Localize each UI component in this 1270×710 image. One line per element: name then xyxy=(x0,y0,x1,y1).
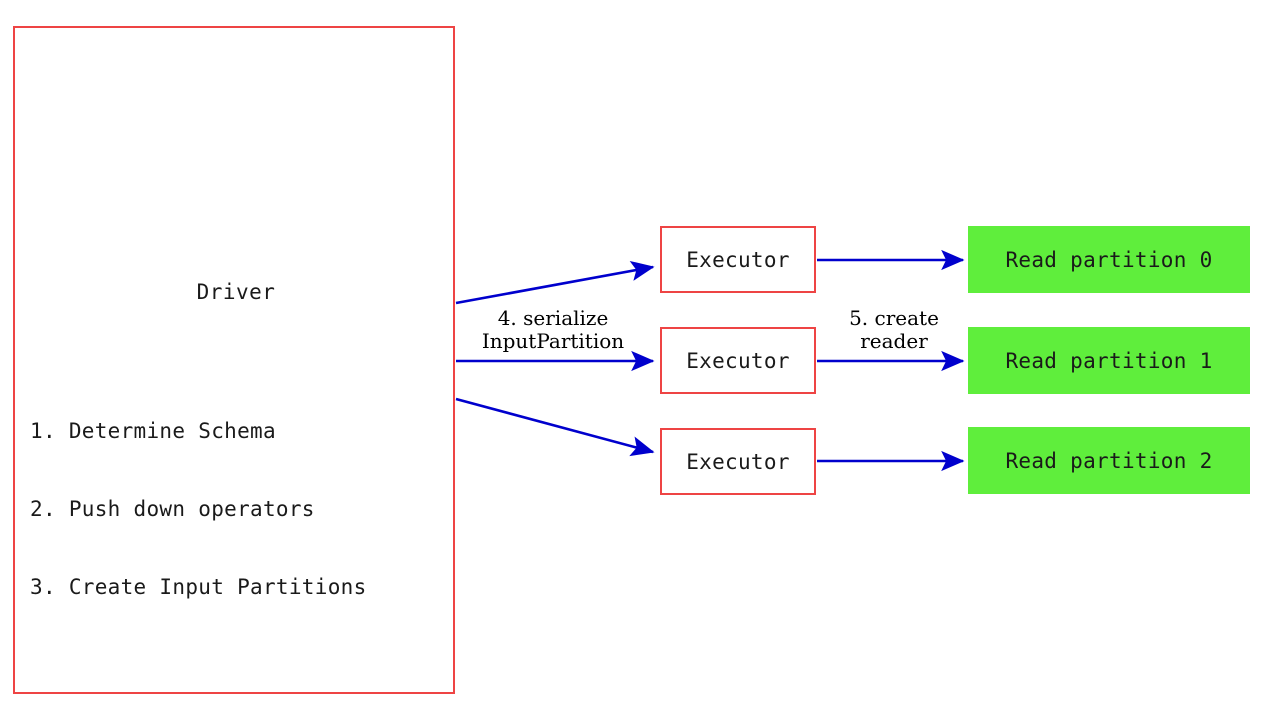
edge-label-serialize-line1: 4. serialize xyxy=(497,306,609,330)
edge-label-serialize: 4. serialize InputPartition xyxy=(468,307,638,353)
arrow-driver-to-executor-0 xyxy=(455,260,655,305)
driver-step-3: 3. Create Input Partitions xyxy=(30,575,367,599)
driver-step-2: 2. Push down operators xyxy=(30,497,315,521)
driver-step-1: 1. Determine Schema xyxy=(30,419,276,443)
executor-box-2: Executor xyxy=(660,428,816,495)
executor-label-2: Executor xyxy=(686,449,790,474)
read-partition-box-2: Read partition 2 xyxy=(968,427,1250,494)
read-partition-box-1: Read partition 1 xyxy=(968,327,1250,394)
driver-box: Driver 1. Determine Schema 2. Push down … xyxy=(13,26,455,694)
read-partition-label-0: Read partition 0 xyxy=(1005,247,1213,272)
executor-box-0: Executor xyxy=(660,226,816,293)
executor-label-1: Executor xyxy=(686,348,790,373)
read-partition-box-0: Read partition 0 xyxy=(968,226,1250,293)
edge-label-create-reader-line2: reader xyxy=(860,329,928,353)
edge-label-create-reader-line1: 5. create xyxy=(849,306,939,330)
executor-label-0: Executor xyxy=(686,247,790,272)
arrow-driver-to-executor-2 xyxy=(455,397,655,457)
read-partition-label-1: Read partition 1 xyxy=(1005,348,1213,373)
read-partition-label-2: Read partition 2 xyxy=(1005,448,1213,473)
edge-label-serialize-line2: InputPartition xyxy=(481,329,625,353)
edge-label-create-reader: 5. create reader xyxy=(832,307,956,353)
driver-steps-list: 1. Determine Schema 2. Push down operato… xyxy=(30,366,450,652)
driver-title: Driver xyxy=(196,280,276,304)
executor-box-1: Executor xyxy=(660,327,816,394)
